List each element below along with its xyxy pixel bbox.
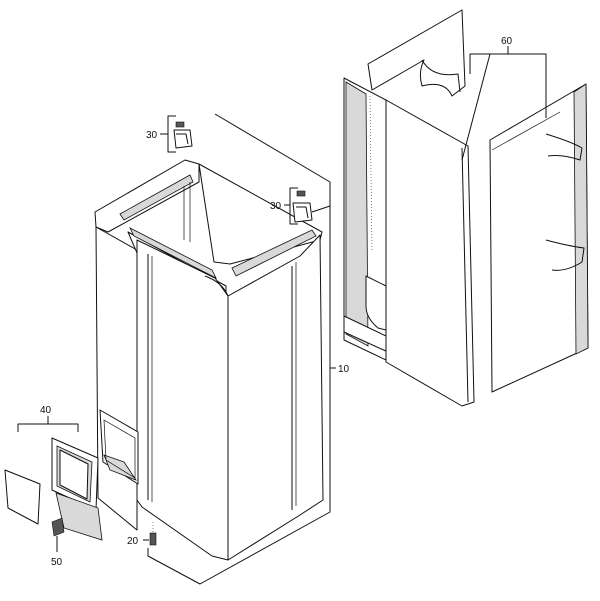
clip-30-lower <box>284 187 331 225</box>
casing-left-panel <box>95 226 138 531</box>
door-set-40 <box>4 416 103 541</box>
insulation-back-panel <box>367 9 466 97</box>
callout-60: 60 <box>501 36 513 47</box>
insulation-center-panel <box>385 99 475 407</box>
screw-20 <box>143 522 157 546</box>
door-panel <box>4 469 41 525</box>
callout-30-lower: 30 <box>270 201 282 212</box>
callout-50: 50 <box>51 557 63 568</box>
clip-30-upper <box>160 115 193 153</box>
door-flap <box>55 492 103 541</box>
casing-back-rim-left <box>94 159 200 233</box>
casing-corner-bevel <box>204 275 229 297</box>
callout-30-upper: 30 <box>146 130 158 141</box>
leader-10 <box>147 113 336 585</box>
bracket-50 <box>51 517 65 552</box>
insulation-set-60 <box>343 9 589 407</box>
callout-10: 10 <box>338 364 350 375</box>
casing-rim-slot-back <box>119 174 194 221</box>
casing-flange-right <box>231 229 317 277</box>
casing <box>94 159 324 561</box>
callout-20: 20 <box>127 536 139 547</box>
callout-40: 40 <box>40 405 52 416</box>
casing-flange-left <box>129 227 217 279</box>
casing-front-right-panel <box>227 234 324 561</box>
insulation-right-panel <box>489 83 589 393</box>
casing-front-left-panel <box>136 239 229 561</box>
